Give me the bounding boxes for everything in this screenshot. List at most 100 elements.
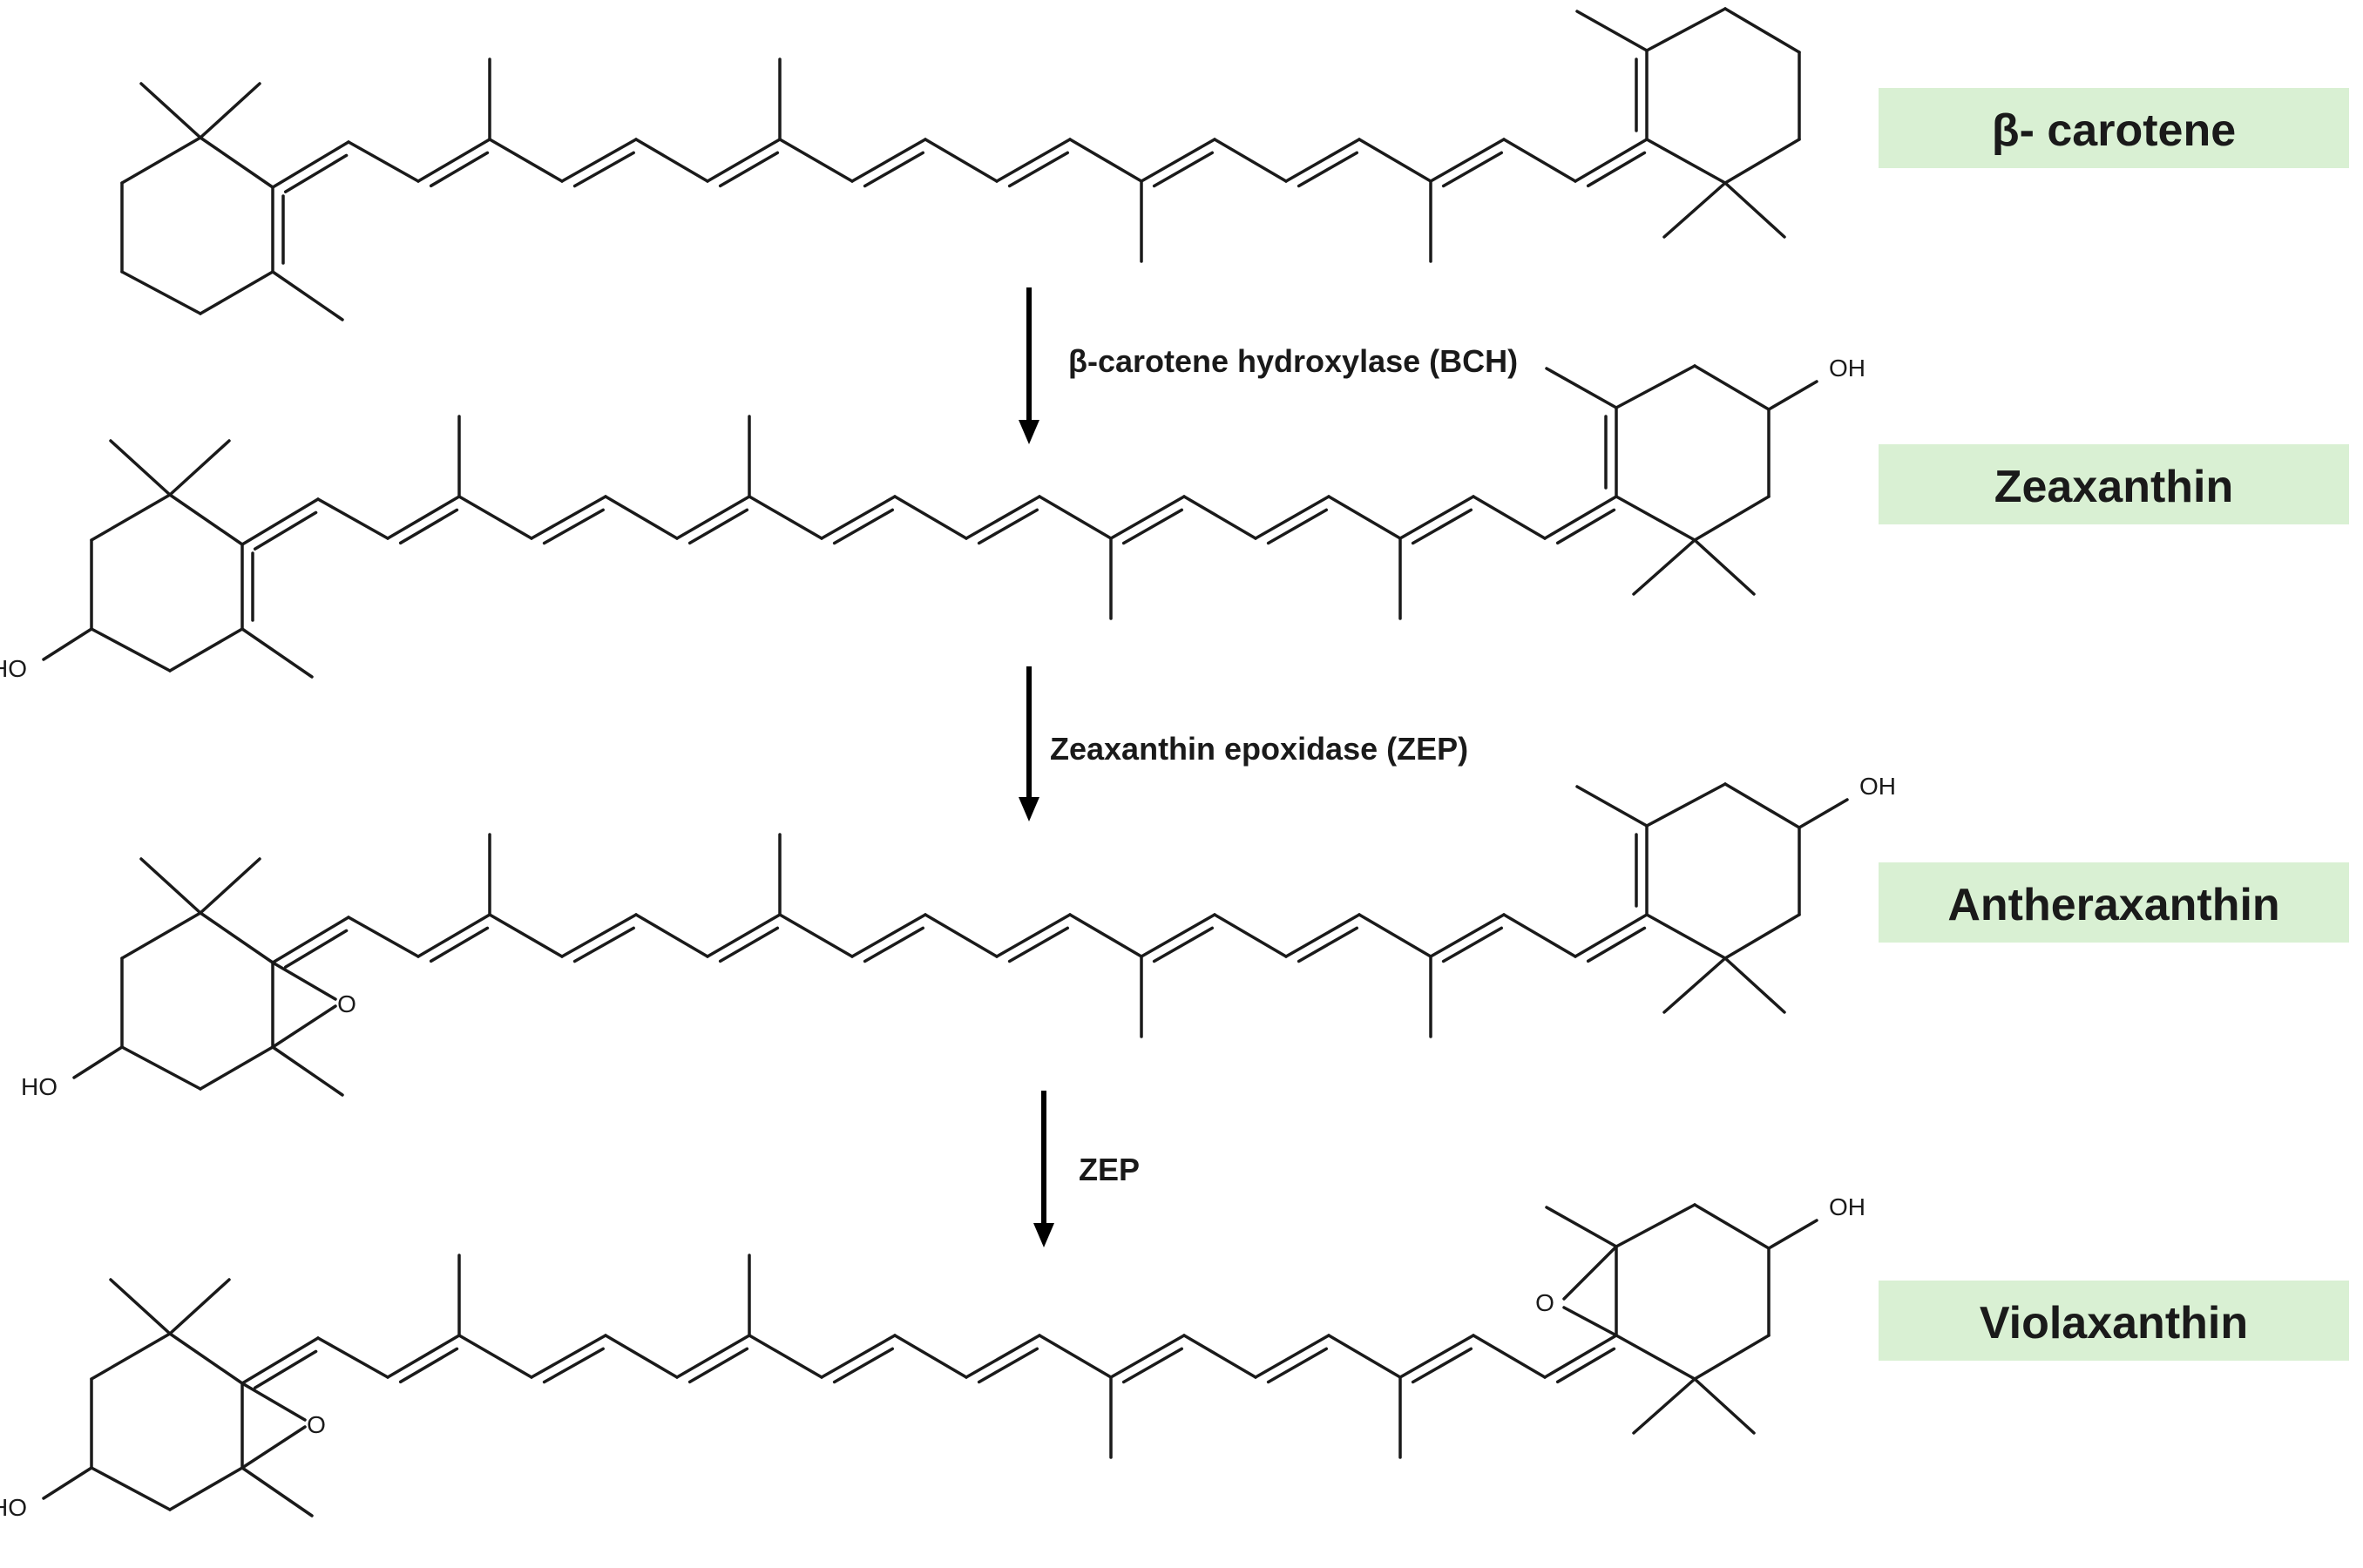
double-bond-inner: [977, 1347, 1039, 1384]
double-bond-inner: [429, 926, 490, 963]
chain-bond: [893, 1334, 968, 1379]
chain-bond: [1472, 1334, 1547, 1379]
double-bond-inner: [1441, 926, 1504, 963]
double-bond-inner: [1586, 926, 1647, 963]
ring-bond: [1645, 138, 1727, 185]
chain-bond: [1327, 1334, 1402, 1379]
ring-bond: [1693, 1203, 1771, 1250]
double-bond-inner: [1121, 1347, 1184, 1384]
double-bond-inner: [283, 153, 349, 193]
epoxide-oxygen-label: O: [337, 990, 356, 1017]
double-bond-inner: [863, 926, 925, 963]
double-bond: [416, 138, 491, 183]
hydroxyl-bond: [1767, 380, 1818, 411]
chain-bond: [347, 140, 420, 183]
double-bond: [1140, 138, 1216, 183]
double-bond-inner: [977, 508, 1039, 545]
double-bond-inner: [1555, 508, 1616, 545]
molecule-beta-carotene: [120, 7, 1801, 321]
double-bond-inner: [429, 151, 490, 188]
compound-name: Zeaxanthin: [1994, 462, 2234, 512]
ring-bond: [1723, 7, 1801, 54]
double-bond: [1429, 138, 1506, 183]
epoxide-bond: [271, 961, 337, 1001]
ring-bond: [90, 493, 172, 542]
double-bond: [1109, 495, 1186, 540]
double-bond: [560, 913, 638, 958]
ring-bond: [120, 911, 202, 960]
double-bond-inner: [832, 1347, 895, 1384]
double-bond-inner: [1152, 151, 1215, 188]
double-bond-inner: [572, 151, 635, 188]
double-bond: [271, 140, 350, 189]
double-bond: [675, 495, 751, 540]
epoxide-bond: [240, 1382, 307, 1422]
gem-methyl-bond: [199, 857, 261, 915]
ring-bond: [199, 270, 274, 315]
chain-bond: [1358, 138, 1432, 183]
double-bond: [1574, 913, 1649, 958]
gem-methyl-bond: [1693, 538, 1756, 596]
double-bond-inner: [1007, 151, 1070, 188]
gem-methyl-bond: [139, 857, 202, 915]
double-bond: [416, 913, 491, 958]
arrow-head-icon: [1019, 797, 1039, 821]
double-bond: [965, 495, 1041, 540]
chain-bond: [1472, 495, 1547, 540]
double-bond: [706, 138, 782, 183]
double-bond-inner: [542, 1347, 605, 1384]
double-bond: [1398, 1334, 1475, 1379]
ring-bond: [199, 1045, 274, 1091]
ring-bond: [199, 911, 274, 964]
ring-bond: [120, 270, 202, 315]
ring-bond: [1615, 495, 1696, 542]
double-bond-inner: [863, 151, 925, 188]
ring-bond: [1723, 138, 1801, 185]
double-bond: [271, 916, 350, 964]
double-bond: [820, 495, 897, 540]
chain-bond: [748, 1334, 823, 1379]
enzyme-label: Zeaxanthin epoxidase (ZEP): [1050, 731, 1468, 767]
chain-bond: [778, 138, 854, 183]
ring-bond: [168, 1332, 244, 1385]
double-bond-inner: [1555, 1347, 1616, 1384]
chain-bond: [893, 495, 968, 540]
double-bond: [1140, 913, 1216, 958]
gem-methyl-bond: [109, 439, 172, 497]
chain-bond: [1182, 1334, 1257, 1379]
chain-bond: [1038, 1334, 1113, 1379]
double-bond: [530, 495, 607, 540]
ring-bond: [120, 1045, 202, 1091]
label-zeaxanthin: Zeaxanthin: [1879, 444, 2349, 524]
chain-bond: [604, 1334, 679, 1379]
hydroxyl-bond: [1767, 1219, 1818, 1250]
ring-methyl-bond: [271, 1045, 344, 1097]
epoxide-bond: [1562, 1245, 1618, 1301]
epoxide-bond: [1562, 1306, 1618, 1337]
ring-bond: [120, 136, 202, 185]
hydroxyl-label: HO: [0, 1494, 27, 1521]
ring-bond: [1693, 364, 1771, 411]
reaction-arrow-3: ZEP: [1033, 1091, 1140, 1247]
chain-bond: [316, 497, 389, 540]
double-bond: [1109, 1334, 1186, 1379]
ring-bond: [168, 627, 244, 672]
ring-bond: [1693, 1334, 1771, 1381]
ring-methyl-bond: [240, 1466, 314, 1517]
double-bond: [1429, 913, 1506, 958]
ring-methyl-bond: [240, 627, 314, 679]
chain-bond: [1327, 495, 1402, 540]
chain-bond: [924, 138, 999, 183]
ring-bond: [1615, 1203, 1696, 1248]
hydroxyl-bond: [72, 1045, 124, 1079]
enzyme-label: β-carotene hydroxylase (BCH): [1068, 343, 1518, 379]
chain-bond: [1502, 138, 1577, 183]
chain-bond: [316, 1336, 389, 1379]
ring-bond: [1645, 913, 1727, 960]
double-bond-inner: [283, 929, 349, 969]
ring-bond: [90, 1466, 172, 1511]
epoxide-oxygen-label: O: [307, 1411, 326, 1438]
double-bond-inner: [542, 508, 605, 545]
ring-bond: [199, 136, 274, 189]
